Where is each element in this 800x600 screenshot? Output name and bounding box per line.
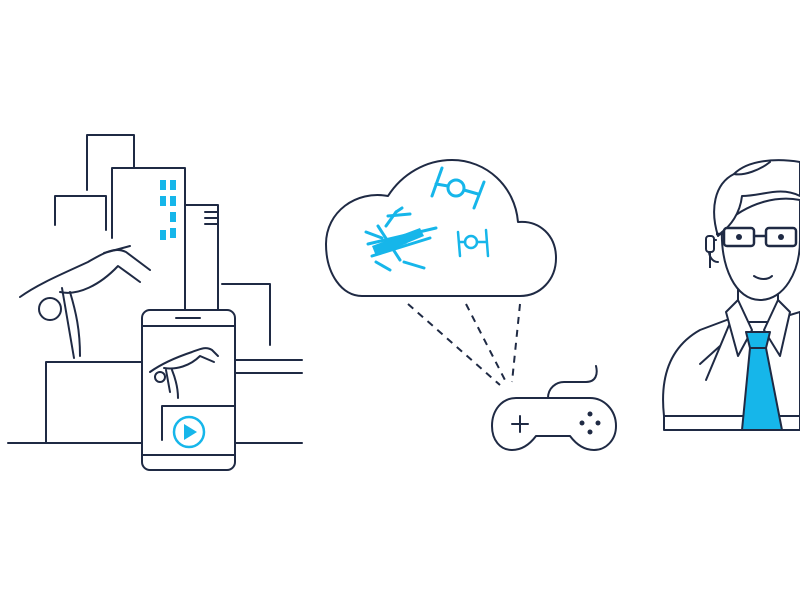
tie-fighter-icon (456, 228, 490, 258)
cloud-connection-lines (407, 303, 521, 386)
play-icon[interactable] (172, 415, 206, 449)
city-scene (7, 134, 303, 444)
spaceship-body (372, 228, 424, 256)
building-icon (221, 283, 271, 346)
necktie-icon (741, 331, 783, 431)
building-windows (160, 180, 176, 240)
eyes (736, 234, 784, 240)
wall-ledge (45, 361, 143, 444)
smartphone-icon (141, 309, 236, 471)
man-with-headset-icon (662, 159, 800, 431)
cloud-gaming-scene (325, 159, 617, 451)
cloud-icon (325, 159, 557, 297)
person-jumping-icon (19, 245, 151, 359)
building-icon (54, 195, 107, 231)
gamepad-buttons (579, 411, 601, 435)
building-icon (86, 134, 135, 191)
phone-video-screen (149, 347, 236, 441)
headset-icon (705, 235, 715, 268)
tie-fighter-icon (430, 166, 486, 210)
gamepad-icon[interactable] (491, 365, 617, 451)
building-icon (111, 167, 186, 311)
building-icon (184, 204, 219, 311)
